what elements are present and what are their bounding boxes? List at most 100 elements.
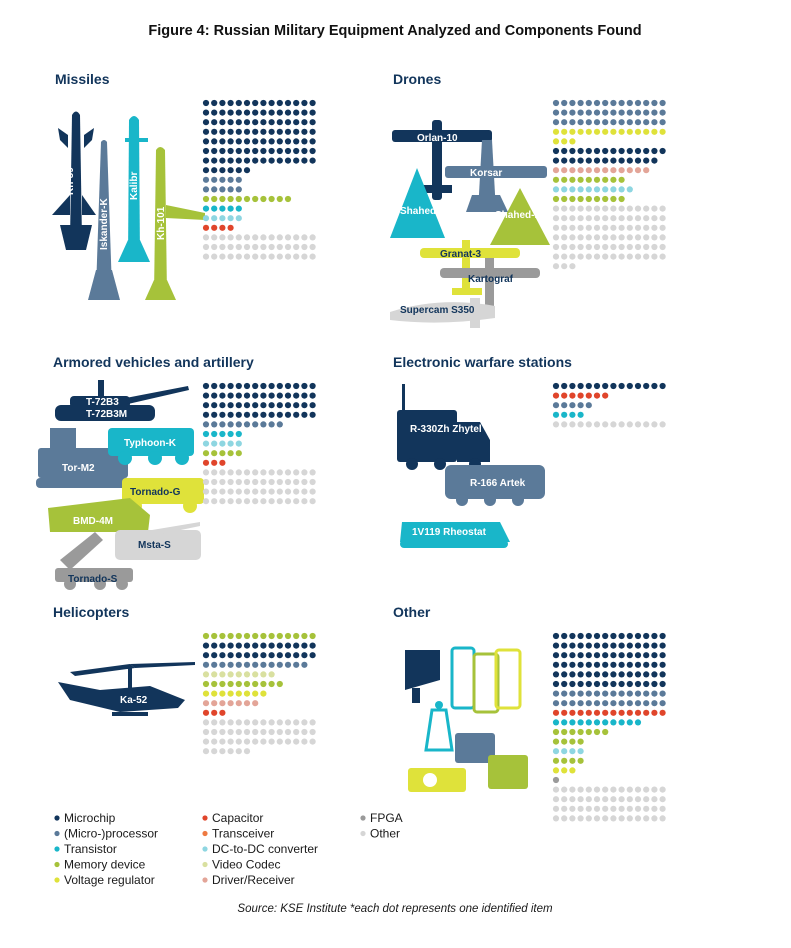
vehicle-label-kartograf: Kartograf [468, 274, 514, 285]
dot-microchip [309, 157, 316, 164]
dot-transistor [235, 205, 242, 212]
dot-micro-processor [569, 402, 576, 409]
dot-capacitor [219, 709, 226, 716]
legend-label-microchip: Microchip [64, 811, 116, 825]
dot-microchip [202, 411, 210, 418]
dot-micro-processor [211, 661, 218, 668]
dot-microchip [260, 99, 267, 107]
dot-micro-processor [651, 690, 658, 697]
dot-microchip [219, 147, 226, 155]
dot-microchip [202, 382, 210, 390]
dot-voltage-regulator [227, 690, 234, 697]
dot-other [634, 243, 642, 251]
dot-microchip [211, 119, 218, 126]
dot-capacitor [202, 709, 210, 716]
dot-other [585, 234, 592, 241]
dot-micro-processor [593, 690, 601, 697]
dot-dc-to-dc-converter [577, 186, 584, 193]
dot-memory-device [552, 176, 560, 183]
dot-microchip [276, 392, 283, 399]
dot-micro-processor [610, 690, 617, 697]
vehicle-label-korsar: Korsar [470, 168, 502, 179]
dot-memory-device [235, 195, 242, 203]
dot-other [593, 815, 601, 822]
dot-microchip [569, 147, 576, 155]
dot-other [593, 796, 601, 803]
dot-microchip [585, 652, 592, 659]
dot-other [309, 234, 316, 241]
dot-micro-processor [634, 99, 642, 107]
dot-other [202, 253, 210, 260]
dot-other [276, 719, 283, 726]
dot-microchip [593, 382, 601, 390]
vehicle-label-tornado-g: Tornado-G [130, 487, 181, 498]
dot-microchip [626, 632, 633, 640]
dot-other [211, 728, 218, 736]
dot-other [643, 234, 650, 241]
dot-micro-processor [552, 109, 560, 116]
dot-microchip [235, 652, 242, 659]
dot-micro-processor [552, 700, 560, 707]
dot-other [268, 243, 275, 251]
dot-microchip [252, 642, 259, 649]
dot-other [634, 805, 642, 812]
dot-other [284, 234, 292, 241]
dot-other [276, 478, 283, 486]
section-title-missiles: Missiles [55, 71, 110, 87]
dot-microchip [634, 680, 642, 688]
dot-other [659, 243, 666, 251]
dot-microchip [276, 382, 283, 390]
dot-other [577, 215, 584, 222]
dot-other [284, 469, 292, 476]
dot-microchip [643, 652, 650, 659]
dot-microchip [202, 157, 210, 164]
dot-microchip [227, 167, 234, 174]
dot-memory-device [252, 680, 259, 688]
dot-microchip [284, 157, 292, 164]
dot-other [202, 234, 210, 241]
dot-micro-processor [552, 402, 560, 409]
dot-microchip [227, 402, 234, 409]
dot-other [202, 738, 210, 745]
dot-other [569, 253, 576, 260]
dot-other [561, 205, 568, 212]
dot-micro-processor [659, 109, 666, 116]
dot-microchip [227, 147, 234, 155]
dot-voltage-regulator [561, 767, 568, 774]
dot-microchip [293, 119, 300, 126]
dot-other [610, 224, 617, 231]
dot-microchip [561, 382, 568, 390]
dot-microchip [284, 109, 292, 116]
dot-microchip [577, 671, 584, 678]
dot-other [659, 805, 666, 812]
dot-microchip [252, 147, 259, 155]
dot-microchip [301, 119, 308, 126]
dot-microchip [268, 392, 275, 399]
dot-microchip [243, 411, 251, 418]
dot-microchip [585, 157, 592, 164]
dot-other [309, 469, 316, 476]
dot-micro-processor [643, 700, 650, 707]
dot-micro-processor [260, 661, 267, 668]
dot-microchip [577, 147, 584, 155]
dot-microchip [284, 392, 292, 399]
dot-memory-device [593, 195, 601, 203]
dot-memory-device [243, 632, 251, 640]
dot-other [552, 815, 560, 822]
dot-microchip [569, 652, 576, 659]
dot-dc-to-dc-converter [227, 215, 234, 222]
dot-other [634, 786, 642, 793]
dot-other [569, 796, 576, 803]
dot-microchip [243, 652, 251, 659]
dot-micro-processor [235, 421, 242, 428]
dot-memory-device [577, 195, 584, 203]
dot-other [585, 205, 592, 212]
dot-microchip [577, 680, 584, 688]
dot-microchip [301, 138, 308, 145]
dot-driver-receiver [577, 167, 584, 174]
dot-other [252, 728, 259, 736]
dot-dc-to-dc-converter [211, 215, 218, 222]
dot-memory-device [211, 680, 218, 688]
dot-other [626, 815, 633, 822]
dot-microchip [569, 671, 576, 678]
